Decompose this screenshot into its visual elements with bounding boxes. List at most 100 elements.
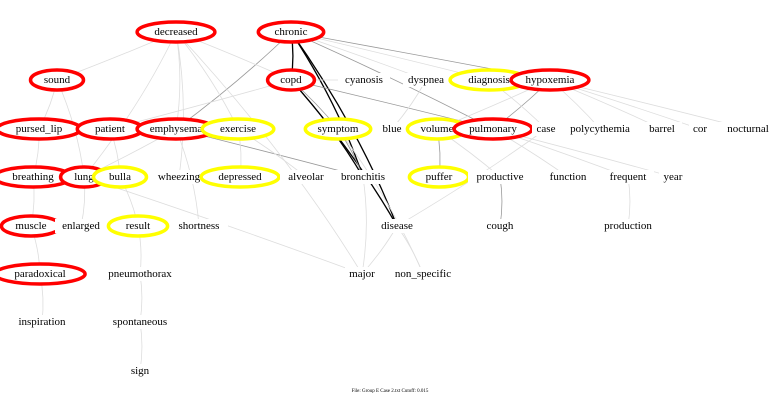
node-background — [7, 315, 77, 329]
node-copd[interactable]: copd — [265, 68, 317, 92]
edge-symptom-non_specific — [337, 128, 424, 275]
node-decreased[interactable]: decreased — [135, 20, 217, 44]
edge-frequent-production — [627, 176, 631, 227]
node-label: cyanosis — [345, 74, 383, 86]
node-label: sound — [44, 74, 71, 86]
node-dyspnea[interactable]: dyspnea — [403, 73, 449, 87]
node-label: puffer — [426, 171, 453, 183]
node-label: cor — [693, 123, 707, 135]
node-background — [55, 219, 107, 233]
node-label: dyspnea — [408, 74, 444, 86]
node-background — [170, 219, 228, 233]
node-patient[interactable]: patient — [75, 117, 145, 141]
node-label: copd — [280, 74, 302, 86]
node-background — [596, 219, 660, 233]
edge-decreased-exercise — [175, 31, 239, 130]
node-diagnosis[interactable]: diagnosis — [448, 68, 530, 92]
node-pneumothorax[interactable]: pneumothorax — [102, 267, 178, 281]
edge-productive-cough — [499, 176, 503, 227]
edge-bronchitis-major — [361, 176, 367, 275]
node-label: non_specific — [395, 268, 451, 280]
node-wheezing[interactable]: wheezing — [153, 170, 205, 184]
node-bronchitis[interactable]: bronchitis — [331, 170, 395, 184]
node-label: muscle — [15, 220, 46, 232]
edge-chronic-pulmonary — [290, 31, 494, 130]
edge-decreased-major — [175, 31, 363, 275]
node-background — [562, 122, 638, 136]
node-function[interactable]: function — [542, 170, 594, 184]
edge-pneumothorax-spontaneous — [139, 273, 143, 323]
node-year[interactable]: year — [659, 170, 687, 184]
node-background — [331, 170, 395, 184]
node-muscle[interactable]: muscle — [0, 214, 63, 238]
node-background — [374, 219, 420, 233]
node-blue[interactable]: blue — [378, 122, 406, 136]
node-nocturnal[interactable]: nocturnal — [719, 122, 777, 136]
node-production[interactable]: production — [596, 219, 660, 233]
node-label: nocturnal — [727, 123, 769, 135]
node-frequent[interactable]: frequent — [602, 170, 654, 184]
node-spontaneous[interactable]: spontaneous — [105, 315, 175, 329]
node-label: function — [550, 171, 587, 183]
node-label: shortness — [179, 220, 220, 232]
node-shortness[interactable]: shortness — [170, 219, 228, 233]
node-exercise[interactable]: exercise — [200, 117, 276, 141]
node-label: decreased — [154, 26, 198, 38]
node-label: lung — [74, 171, 94, 183]
node-case[interactable]: case — [532, 122, 560, 136]
node-pursed_lip[interactable]: pursed_lip — [0, 117, 83, 141]
node-label: frequent — [610, 171, 647, 183]
node-label: spontaneous — [113, 316, 167, 328]
node-background — [602, 170, 654, 184]
node-ellipse — [28, 68, 86, 92]
node-depressed[interactable]: depressed — [199, 165, 281, 189]
node-inspiration[interactable]: inspiration — [7, 315, 77, 329]
node-cor[interactable]: cor — [689, 122, 711, 136]
node-label: barrel — [649, 123, 675, 135]
node-ellipse — [509, 68, 591, 92]
node-background — [385, 267, 461, 281]
node-background — [719, 122, 777, 136]
node-background — [642, 122, 682, 136]
node-label: depressed — [218, 171, 262, 183]
node-label: hypoxemia — [526, 74, 575, 86]
node-label: inspiration — [18, 316, 66, 328]
node-background — [483, 219, 517, 233]
node-major[interactable]: major — [345, 267, 379, 281]
node-background — [338, 73, 390, 87]
node-chronic[interactable]: chronic — [256, 20, 326, 44]
node-cyanosis[interactable]: cyanosis — [338, 73, 390, 87]
node-label: chronic — [275, 26, 308, 38]
node-background — [542, 170, 594, 184]
node-alveolar[interactable]: alveolar — [280, 170, 332, 184]
nodes-layer: decreased chronic sound copd cyanosis dyspnea… — [0, 20, 777, 378]
node-bulla[interactable]: bulla — [91, 165, 149, 189]
node-pulmonary[interactable]: pulmonary — [452, 117, 534, 141]
node-productive[interactable]: productive — [468, 170, 532, 184]
node-label: paradoxical — [14, 268, 65, 280]
node-sign[interactable]: sign — [126, 364, 154, 378]
node-polycythemia[interactable]: polycythemia — [562, 122, 638, 136]
node-result[interactable]: result — [106, 214, 170, 238]
edge-decreased-lung — [83, 31, 177, 178]
node-label: patient — [95, 123, 125, 135]
node-sound[interactable]: sound — [28, 68, 86, 92]
node-barrel[interactable]: barrel — [642, 122, 682, 136]
edge-chronic-emphysema — [175, 31, 292, 130]
node-label: result — [126, 220, 150, 232]
node-paradoxical[interactable]: paradoxical — [0, 262, 87, 286]
node-puffer[interactable]: puffer — [407, 165, 471, 189]
node-enlarged[interactable]: enlarged — [55, 219, 107, 233]
edge-decreased-wheezing — [175, 31, 184, 178]
node-ellipse — [452, 117, 534, 141]
node-label: cough — [487, 220, 514, 232]
node-hypoxemia[interactable]: hypoxemia — [509, 68, 591, 92]
node-non_specific[interactable]: non_specific — [385, 267, 461, 281]
node-label: exercise — [220, 123, 256, 135]
node-symptom[interactable]: symptom — [303, 117, 373, 141]
node-label: diagnosis — [468, 74, 510, 86]
node-disease[interactable]: disease — [374, 219, 420, 233]
node-cough[interactable]: cough — [483, 219, 517, 233]
node-label: blue — [383, 123, 402, 135]
